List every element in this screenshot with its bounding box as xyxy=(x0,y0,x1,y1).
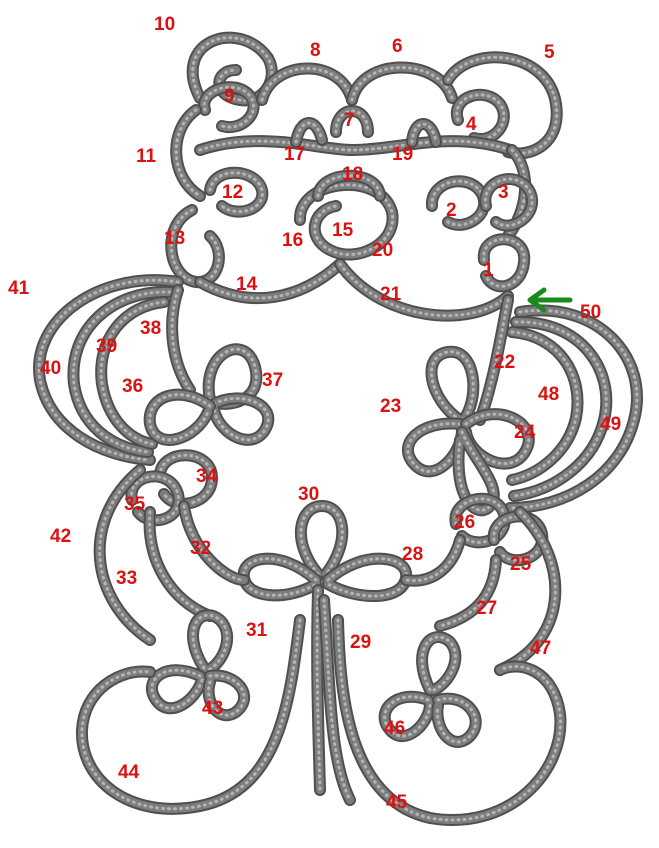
label-30: 30 xyxy=(298,484,319,505)
label-7: 7 xyxy=(344,110,355,131)
label-22: 22 xyxy=(494,352,515,373)
label-50: 50 xyxy=(580,302,601,323)
label-2: 2 xyxy=(446,200,457,221)
label-34: 34 xyxy=(196,466,218,487)
label-9: 9 xyxy=(224,86,235,107)
label-37: 37 xyxy=(262,370,283,391)
label-19: 19 xyxy=(392,144,413,165)
label-8: 8 xyxy=(310,40,321,61)
label-11: 11 xyxy=(136,146,157,167)
label-16: 16 xyxy=(282,230,303,251)
label-40: 40 xyxy=(40,358,61,379)
label-3: 3 xyxy=(498,182,509,203)
label-13: 13 xyxy=(164,228,185,249)
label-46: 46 xyxy=(384,718,405,739)
label-14: 14 xyxy=(236,274,258,295)
label-28: 28 xyxy=(402,544,423,565)
label-44: 44 xyxy=(118,762,140,783)
label-15: 15 xyxy=(332,220,354,241)
label-45: 45 xyxy=(386,792,408,813)
label-4: 4 xyxy=(466,114,477,135)
label-5: 5 xyxy=(544,42,555,63)
label-48: 48 xyxy=(538,384,559,405)
label-31: 31 xyxy=(246,620,268,641)
label-25: 25 xyxy=(510,554,532,575)
label-32: 32 xyxy=(190,538,211,559)
label-18: 18 xyxy=(342,164,363,185)
label-29: 29 xyxy=(350,632,371,653)
label-41: 41 xyxy=(8,278,30,299)
label-42: 42 xyxy=(50,526,71,547)
label-39: 39 xyxy=(96,336,117,357)
label-26: 26 xyxy=(454,512,475,533)
label-35: 35 xyxy=(124,494,146,515)
label-23: 23 xyxy=(380,396,401,417)
label-20: 20 xyxy=(372,240,393,261)
label-1: 1 xyxy=(483,260,494,281)
label-43: 43 xyxy=(202,698,223,719)
label-49: 49 xyxy=(600,414,621,435)
label-24: 24 xyxy=(514,422,536,443)
label-21: 21 xyxy=(380,284,402,305)
label-12: 12 xyxy=(222,182,243,203)
label-17: 17 xyxy=(284,144,305,165)
label-27: 27 xyxy=(476,598,497,619)
label-36: 36 xyxy=(122,376,143,397)
label-47: 47 xyxy=(530,638,551,659)
label-38: 38 xyxy=(140,318,161,339)
label-33: 33 xyxy=(116,568,137,589)
label-6: 6 xyxy=(392,36,403,57)
label-10: 10 xyxy=(154,14,175,35)
